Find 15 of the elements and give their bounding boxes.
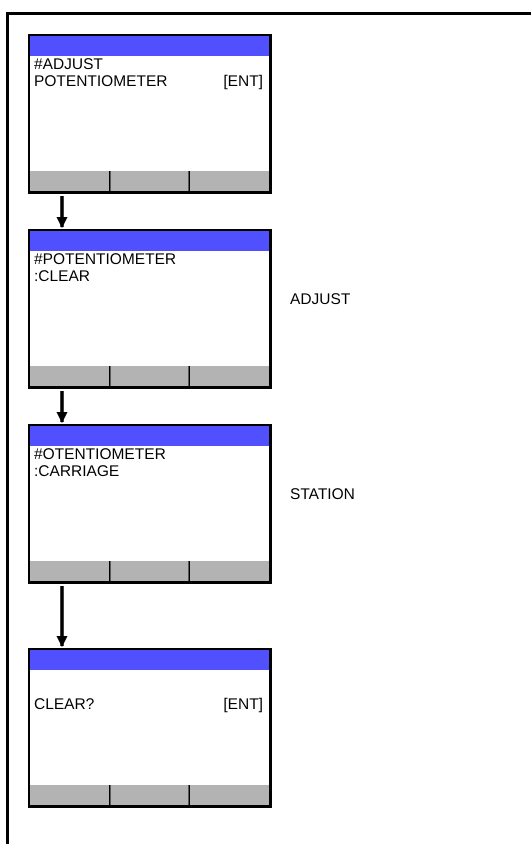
key-prompt: [ENT]	[223, 73, 263, 90]
side-label: ADJUST	[290, 291, 350, 308]
display-screen	[28, 34, 272, 194]
arrow	[56, 391, 68, 424]
display-screen	[28, 424, 272, 584]
display-screen	[28, 648, 272, 808]
display-screen	[28, 229, 272, 389]
arrow	[56, 586, 68, 648]
screen-text: #ADJUST POTENTIOMETER	[34, 56, 168, 90]
arrow	[56, 196, 68, 228]
side-label: STATION	[290, 486, 355, 503]
screen-text: CLEAR?	[34, 696, 96, 713]
screen-text: #POTENTIOMETER :CLEAR	[34, 251, 178, 285]
screen-text: #OTENTIOMETER :CARRIAGE	[34, 446, 167, 480]
key-prompt: [ENT]	[223, 696, 263, 713]
